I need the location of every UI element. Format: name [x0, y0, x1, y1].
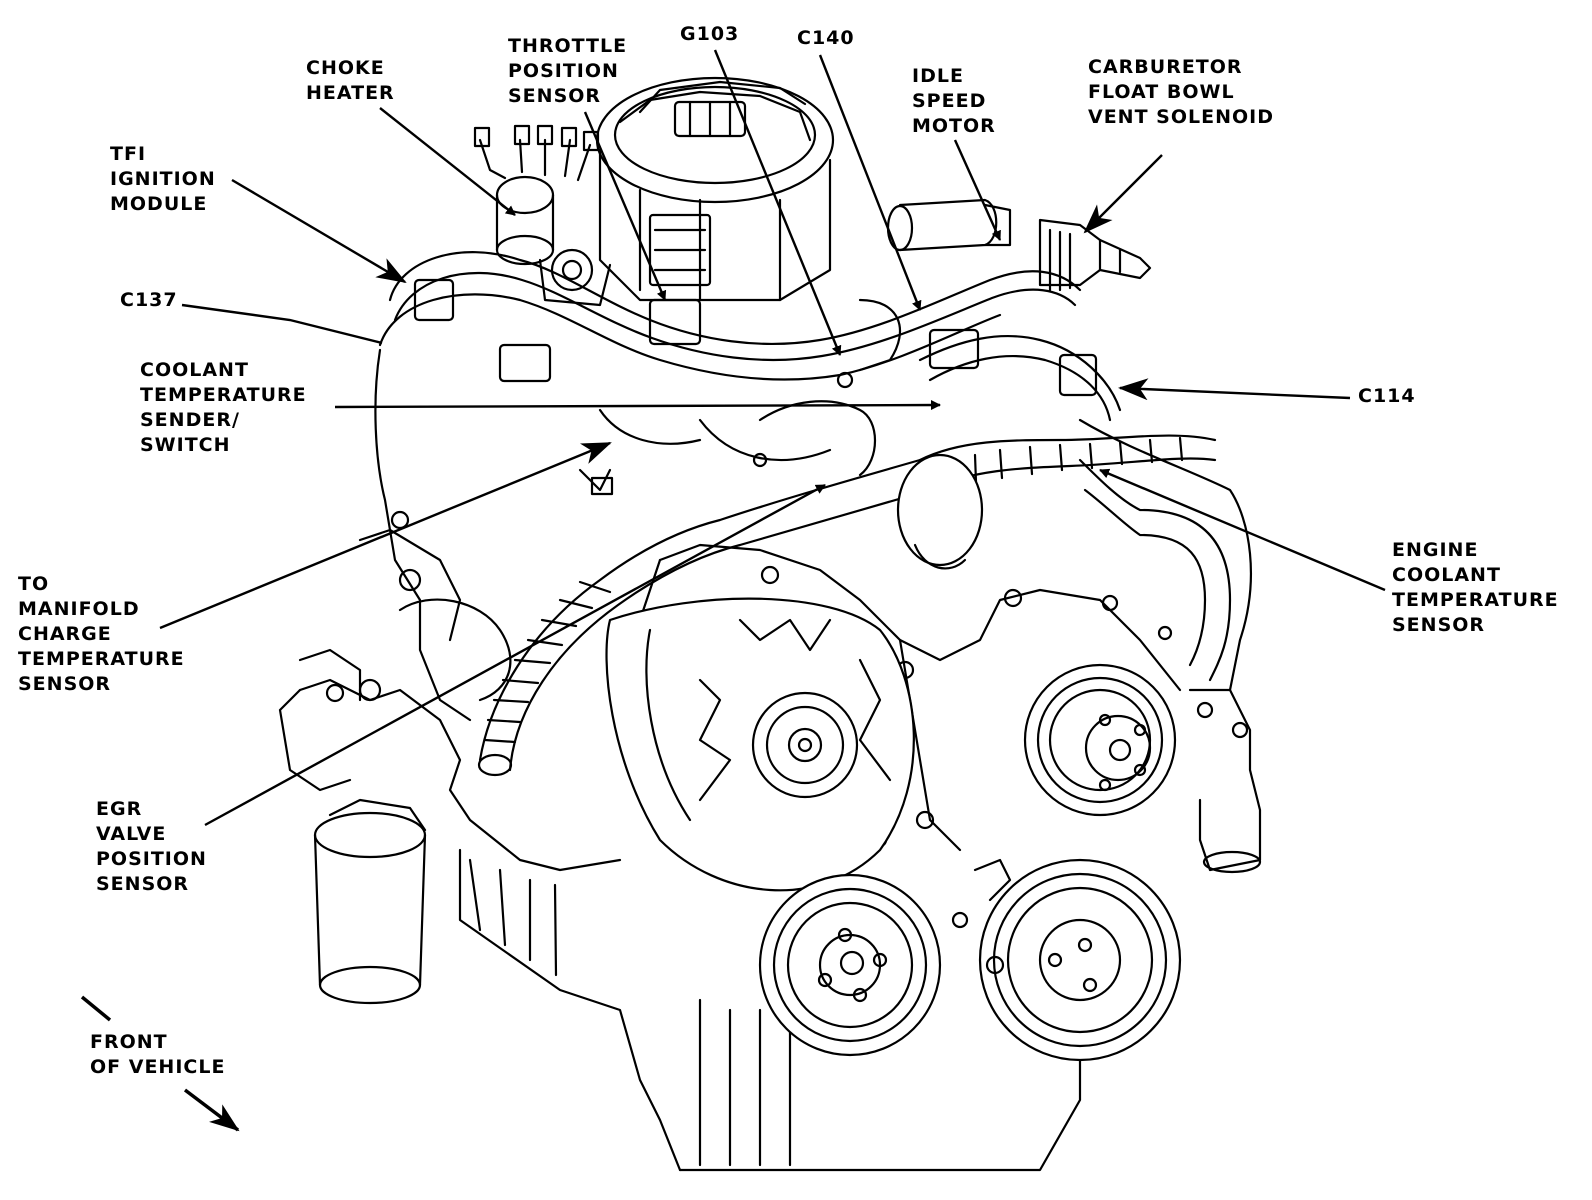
leader-egr-valve-position-sensor [204, 483, 826, 827]
oil-filter [315, 800, 425, 1003]
power-steering-pulley [953, 860, 1180, 1060]
wiring-harness-top [380, 252, 1120, 420]
leader-idle-speed-motor [953, 139, 1002, 241]
crankshaft-pulley [760, 875, 940, 1055]
leader-c137 [181, 303, 383, 345]
label-c140: C140 [797, 27, 855, 49]
leader-manifold-charge-temperature-sensor [159, 441, 612, 630]
label-egr-valve-position-sensor: EGR VALVE POSITION SENSOR [96, 798, 207, 895]
label-manifold-charge-temperature-sensor: TO MANIFOLD CHARGE TEMPERATURE SENSOR [18, 573, 185, 695]
leader-tfi-ignition-module [231, 178, 407, 284]
water-pump-pulley [1025, 665, 1175, 815]
leader-g103 [713, 49, 842, 356]
distributor [475, 126, 610, 305]
leader-lines [80, 49, 1386, 1132]
leader-choke-heater [379, 107, 516, 216]
carburetor-assembly [597, 78, 833, 300]
leader-c114 [1118, 378, 1351, 401]
label-c114: C114 [1358, 385, 1416, 407]
front-of-vehicle-tick [80, 995, 112, 1022]
front-of-vehicle-arrow [183, 1088, 240, 1132]
label-coolant-temperature-sender-switch: COOLANT TEMPERATURE SENDER/ SWITCH [140, 359, 307, 456]
oil-pan [460, 850, 1080, 1170]
label-idle-speed-motor: IDLE SPEED MOTOR [912, 65, 996, 137]
label-engine-coolant-temperature-sensor: ENGINE COOLANT TEMPERATURE SENSOR [1392, 539, 1559, 636]
engine-illustration [280, 78, 1260, 1170]
idle-speed-motor [888, 200, 1010, 250]
engine-block [280, 350, 1251, 870]
leader-engine-coolant-temperature-sensor [1099, 468, 1386, 592]
label-g103: G103 [680, 23, 740, 45]
vent-solenoid [1040, 220, 1150, 290]
label-tfi-ignition-module: TFI IGNITION MODULE [110, 143, 216, 215]
leader-vent-solenoid [1083, 154, 1163, 234]
label-front-of-vehicle: FRONT OF VEHICLE [90, 1031, 226, 1078]
label-throttle-position-sensor: THROTTLE POSITION SENSOR [508, 35, 628, 107]
leader-c140 [818, 54, 922, 311]
upper-hose [1080, 460, 1260, 872]
leader-coolant-temperature-sender [334, 400, 941, 411]
label-choke-heater: CHOKE HEATER [306, 57, 395, 104]
label-c137: C137 [120, 289, 178, 311]
alternator [607, 599, 914, 891]
label-carburetor-float-bowl-vent-solenoid: CARBURETOR FLOAT BOWL VENT SOLENOID [1088, 56, 1274, 128]
leader-throttle-position-sensor [583, 111, 667, 301]
